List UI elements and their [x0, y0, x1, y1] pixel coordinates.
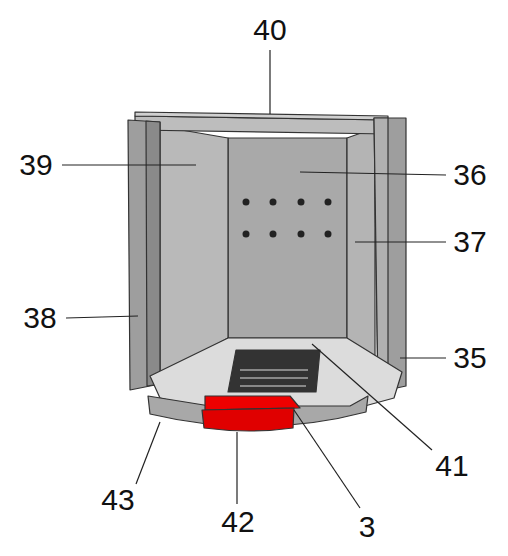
callout-number: 40 — [251, 15, 288, 45]
leader-lines — [62, 50, 446, 508]
callout-number: 38 — [21, 303, 58, 333]
callout-number: 39 — [17, 150, 54, 180]
callout-number: 36 — [451, 160, 488, 190]
callout-number: 43 — [99, 485, 136, 515]
air-holes — [243, 199, 332, 238]
callout-number: 37 — [451, 227, 488, 257]
callout-number: 42 — [219, 507, 256, 537]
callout-number: 41 — [433, 451, 470, 481]
callout-number: 3 — [357, 512, 378, 542]
callout-number: 35 — [451, 343, 488, 373]
